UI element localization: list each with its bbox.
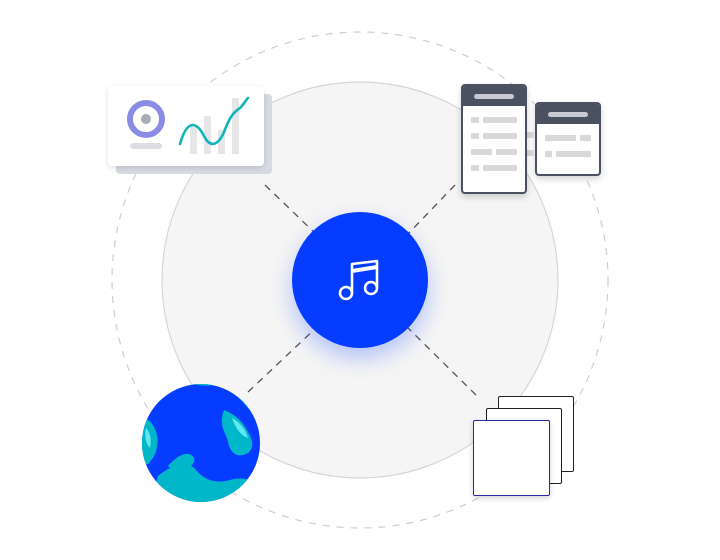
stacked-pages-icon	[473, 420, 550, 496]
table-cell	[482, 165, 517, 171]
table-cell	[471, 149, 492, 155]
donut-label-bar	[130, 143, 162, 149]
table-connector	[526, 150, 534, 156]
globe-highlight	[145, 428, 151, 448]
table-cell	[556, 151, 591, 157]
connector-lines	[247, 184, 477, 396]
window-header	[463, 86, 525, 106]
outer-dashed-ring	[111, 31, 609, 529]
bar-2	[204, 116, 211, 154]
bar-3	[218, 130, 225, 154]
table-cell	[471, 117, 479, 123]
table-cell	[496, 149, 517, 155]
window-title-bar	[548, 111, 588, 117]
table-cell	[471, 133, 479, 139]
connector-bottom-left	[247, 325, 319, 393]
donut-center	[141, 114, 151, 124]
center-hub	[292, 212, 428, 348]
table-cell	[482, 133, 517, 139]
globe-highlight	[232, 418, 248, 438]
globe-icon	[142, 384, 260, 502]
table-cell	[545, 135, 577, 141]
table-row	[471, 112, 517, 128]
analytics-chart-icon	[127, 96, 250, 154]
globe-land	[142, 417, 158, 466]
table-window-front	[461, 84, 527, 194]
table-cell	[580, 135, 591, 141]
globe-land	[221, 410, 253, 456]
table-cell	[482, 117, 517, 123]
donut-chart	[127, 100, 165, 138]
table-row	[545, 146, 591, 162]
bar-1	[190, 126, 197, 154]
table-row	[545, 130, 591, 146]
music-note-icon	[338, 259, 379, 301]
table-row	[471, 144, 517, 160]
globe-land	[168, 453, 195, 474]
connector-top-right	[405, 184, 456, 237]
trend-line	[178, 96, 250, 146]
table-window-back	[535, 102, 601, 176]
table-connector	[526, 132, 534, 138]
bar-4	[232, 98, 239, 154]
table-row	[471, 160, 517, 176]
table-cell	[545, 151, 553, 157]
table-cell	[471, 165, 479, 171]
window-header	[537, 104, 599, 124]
connector-bottom-right	[405, 325, 477, 396]
window-title-bar	[474, 93, 514, 99]
analytics-card	[108, 86, 264, 166]
table-row	[471, 128, 517, 144]
